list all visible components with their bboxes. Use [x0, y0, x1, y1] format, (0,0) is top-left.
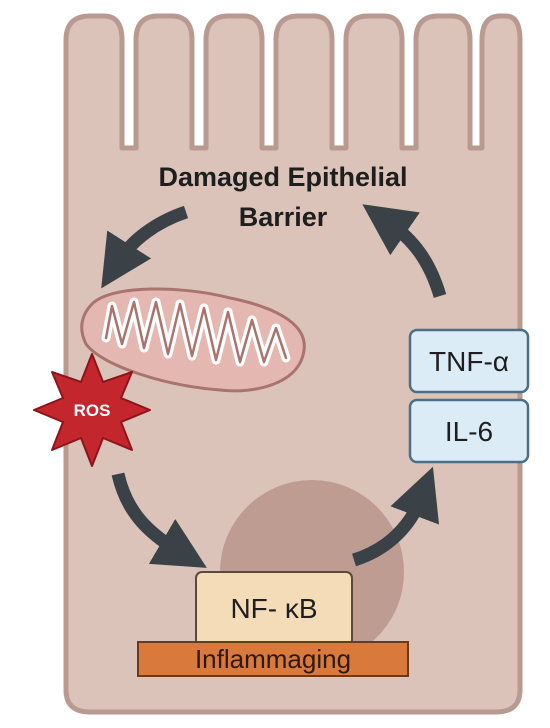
inflammaging-bar: Inflammaging: [137, 641, 409, 677]
il-6-box: IL-6: [408, 398, 530, 464]
tnf-alpha-box: TNF-α: [408, 328, 530, 394]
nf-kb-box: NF- κB: [195, 571, 353, 647]
inflammaging-label: Inflammaging: [195, 644, 351, 674]
curved-arrow-icon: [111, 472, 207, 568]
il-6-label: IL-6: [445, 416, 493, 447]
curved-arrow-icon: [362, 204, 447, 298]
title-line-2: Barrier: [239, 202, 328, 232]
ros-label: ROS: [74, 401, 111, 420]
starburst-icon: [33, 353, 151, 467]
title-line-1: Damaged Epithelial: [158, 162, 407, 192]
curved-arrow-icon: [351, 466, 440, 567]
nf-kb-label: NF- κB: [230, 593, 317, 624]
tnf-alpha-label: TNF-α: [429, 346, 509, 377]
curved-arrow-icon: [101, 205, 189, 289]
mitochondrion-icon: [80, 287, 306, 393]
ros-burst: ROS: [33, 353, 151, 467]
